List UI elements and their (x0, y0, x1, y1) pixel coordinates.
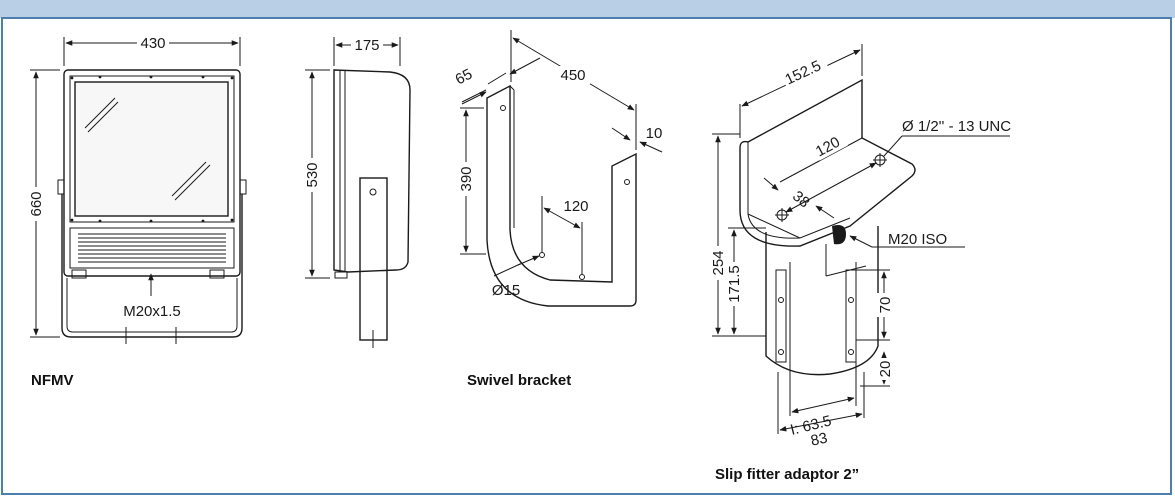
dim-slip-tube: 171.5 (726, 265, 743, 303)
slip-fitter-drawing (712, 44, 1010, 434)
dim-bracket-span: 450 (560, 67, 585, 84)
dim-bracket-arm: 65 (453, 66, 476, 89)
dim-slip-70: 70 (877, 297, 894, 314)
dim-bracket-height: 390 (458, 166, 475, 191)
nfmv-side-view (305, 37, 411, 348)
dim-side-height: 530 (304, 162, 321, 187)
caption-nfmv: NFMV (31, 372, 74, 389)
dim-bracket-hole-dia: Ø15 (492, 282, 520, 299)
dim-side-depth: 175 (354, 37, 379, 54)
dim-nfmv-thread: M20x1.5 (123, 303, 181, 320)
dim-nfmv-height: 660 (28, 191, 45, 216)
dim-slip-total: 254 (710, 250, 727, 275)
dim-slip-83: 83 (809, 430, 829, 450)
nfmv-front-view (30, 37, 247, 344)
dim-slip-bolt: Ø 1/2'' - 13 UNC (902, 118, 1011, 135)
dim-slip-20: 20 (877, 361, 894, 378)
dim-slip-iso: M20 ISO (888, 231, 947, 248)
dim-bracket-holes: 120 (563, 198, 588, 215)
caption-slip-fitter: Slip fitter adaptor 2” (715, 466, 860, 483)
caption-swivel-bracket: Swivel bracket (467, 372, 572, 389)
header-band (0, 0, 1175, 18)
dim-bracket-thick: 10 (646, 125, 663, 142)
drawing-frame (1, 17, 1172, 495)
swivel-bracket-drawing (460, 30, 663, 307)
dim-nfmv-width: 430 (140, 35, 165, 52)
